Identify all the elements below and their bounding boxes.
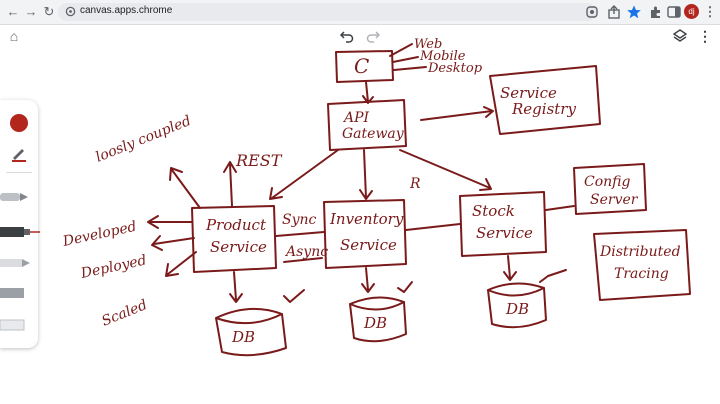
product-service-label-line1: Product xyxy=(205,216,267,234)
inventory-db-cylinder xyxy=(349,296,407,343)
async-label: Async xyxy=(284,244,328,260)
product-db-cylinder xyxy=(215,307,287,357)
gateway-product-arrow xyxy=(269,149,339,200)
product-db-arrow xyxy=(229,271,243,303)
product-db-label: DB xyxy=(231,328,255,346)
back-icon[interactable]: ← xyxy=(6,4,20,19)
api-gateway-box xyxy=(327,99,407,151)
client-mobile-line xyxy=(392,56,419,63)
inventory-service-label-line1: Inventory xyxy=(329,210,404,228)
tool-panel xyxy=(0,100,40,348)
developed-label: Developed xyxy=(61,219,139,250)
client-type-web: Web xyxy=(414,37,442,52)
profile-avatar[interactable]: dj xyxy=(684,4,699,19)
inventory-service-box xyxy=(323,199,407,269)
inventory-service-label-line2: Service xyxy=(340,236,397,254)
client-web-line xyxy=(389,43,413,57)
gateway-registry-arrow xyxy=(420,106,494,121)
client-label: C xyxy=(354,54,369,78)
eraser-tool-icon[interactable] xyxy=(0,318,26,332)
gateway-stock-arrow xyxy=(399,149,492,191)
stock-service-label-line2: Service xyxy=(476,224,533,242)
loosely-coupled-label: loosly coupled xyxy=(94,113,194,166)
product-service-label-line2: Service xyxy=(210,238,267,256)
r-label: R xyxy=(409,176,421,192)
service-registry-label-line1: Service xyxy=(500,84,557,102)
extensions-icon[interactable] xyxy=(648,4,664,20)
config-server-box xyxy=(573,163,647,215)
sync-label: Sync xyxy=(282,212,317,228)
side-panel-icon[interactable] xyxy=(666,4,682,20)
pen-icon[interactable] xyxy=(10,144,28,162)
async-underline xyxy=(283,257,323,263)
url-text: canvas.apps.chrome xyxy=(80,5,173,16)
service-registry-box xyxy=(489,65,601,135)
divider xyxy=(6,172,32,173)
config-server-label-line1: Config xyxy=(584,174,630,190)
gateway-inventory-arrow xyxy=(359,149,373,200)
product-scaled-arrow xyxy=(165,251,197,277)
product-developed-arrow xyxy=(147,215,193,229)
scaled-label: Scaled xyxy=(100,297,150,330)
color-picker-button[interactable] xyxy=(10,114,28,132)
inventory-db-label: DB xyxy=(363,314,387,332)
browser-toolbar: ← → ↻ canvas.apps.chrome dj ⋮ xyxy=(0,0,720,25)
stock-db-cylinder xyxy=(487,282,547,329)
app-menu-icon[interactable]: ⋮ xyxy=(698,28,712,44)
config-server-label-line2: Server xyxy=(590,192,639,208)
stock-service-box xyxy=(459,191,547,257)
deployed-label: Deployed xyxy=(79,252,148,282)
distributed-tracing-label-line2: Tracing xyxy=(614,266,669,282)
product-service-box xyxy=(191,205,277,273)
distributed-tracing-box xyxy=(593,229,691,301)
home-icon[interactable]: ⌂ xyxy=(9,28,19,44)
product-rest-arrow xyxy=(223,161,237,207)
service-registry-label-line2: Registry xyxy=(511,100,576,118)
marker-tool-icon[interactable] xyxy=(0,224,40,240)
inventory-stock-line xyxy=(405,223,461,231)
highlighter-tool-icon[interactable] xyxy=(0,286,26,300)
stock-service-label-line1: Stock xyxy=(472,202,515,220)
layers-icon[interactable] xyxy=(672,28,688,44)
client-type-mobile: Mobile xyxy=(419,49,466,64)
undo-icon[interactable] xyxy=(339,28,355,44)
redo-icon[interactable] xyxy=(365,28,381,44)
app-header: ⌂ ⋮ xyxy=(0,25,720,47)
config-stock-arrow xyxy=(545,205,575,211)
product-loosely-arrow xyxy=(169,167,201,209)
inventory-db-check xyxy=(397,281,413,293)
stock-db-label: DB xyxy=(505,300,529,318)
product-db-check xyxy=(283,289,305,303)
bookmark-star-icon[interactable] xyxy=(626,4,642,20)
product-inventory-line xyxy=(275,231,325,237)
inventory-db-arrow xyxy=(361,267,375,293)
address-bar[interactable]: canvas.apps.chrome xyxy=(58,3,596,21)
reload-icon[interactable]: ↻ xyxy=(43,4,55,19)
stock-db-check xyxy=(539,269,567,283)
chalk-tool-icon[interactable] xyxy=(0,256,32,270)
google-lens-icon[interactable] xyxy=(584,4,600,20)
api-gateway-label-line1: API xyxy=(342,110,370,126)
stock-db-arrow xyxy=(503,255,517,281)
product-deployed-arrow xyxy=(151,235,195,251)
client-box xyxy=(335,50,394,83)
rest-label: REST xyxy=(235,151,283,170)
api-gateway-label-line2: Gateway xyxy=(342,126,405,142)
site-info-icon[interactable] xyxy=(65,6,76,17)
client-type-desktop: Desktop xyxy=(427,61,483,76)
more-menu-icon[interactable]: ⋮ xyxy=(703,4,717,19)
client-gateway-arrow xyxy=(362,81,374,104)
distributed-tracing-label-line1: Distributed xyxy=(599,244,681,260)
ballpoint-pen-tool-icon[interactable] xyxy=(0,190,30,204)
client-desktop-line xyxy=(393,66,427,71)
share-icon[interactable] xyxy=(606,4,622,20)
forward-icon[interactable]: → xyxy=(24,4,38,19)
